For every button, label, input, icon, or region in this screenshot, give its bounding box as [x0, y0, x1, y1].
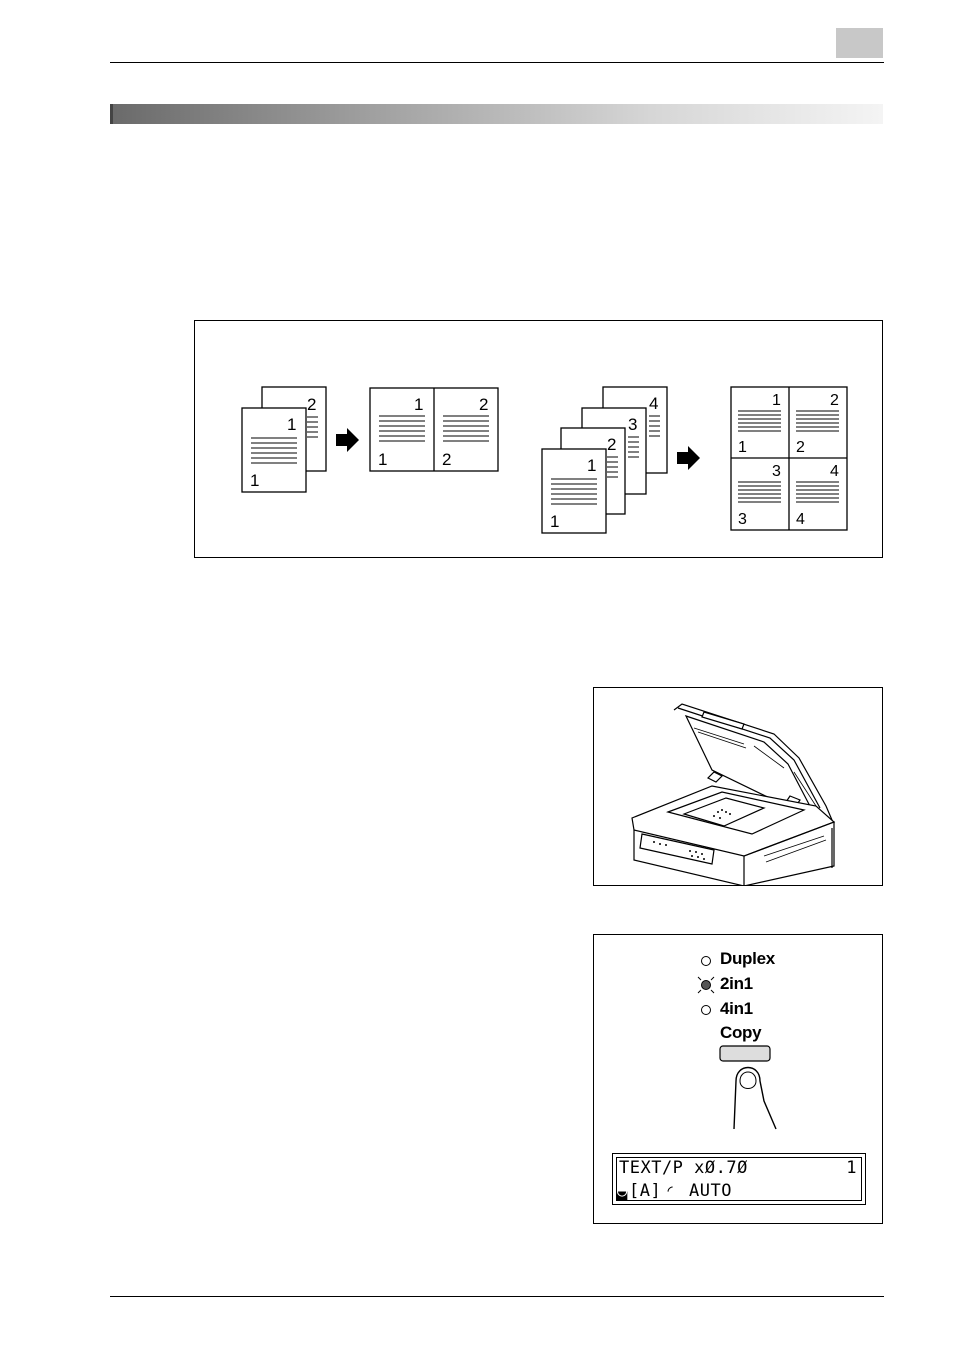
- result-page-number: 3: [738, 511, 747, 528]
- result-page-number: 4: [830, 463, 839, 480]
- original-number: 1: [550, 512, 559, 531]
- duplex-label: Duplex: [720, 949, 775, 969]
- control-panel-illustration: Duplex 2in1 4in1 Copy TEXT/P xØ.7Ø 1 ◛ […: [593, 934, 883, 1224]
- result-page-number: 1: [414, 395, 423, 414]
- lcd-display: TEXT/P xØ.7Ø 1 ◛ [A] ◜ AUTO: [612, 1153, 866, 1205]
- title-bar-cap: [110, 104, 113, 124]
- section-title-bar: [110, 104, 883, 124]
- four-in-one-result: 1 2 3 4 1 2 3 4: [731, 387, 847, 530]
- lcd-line-1: TEXT/P xØ.7Ø: [619, 1158, 748, 1178]
- arrow-right-icon: [336, 428, 359, 452]
- copy-button-label: Copy: [720, 1023, 761, 1043]
- copier-illustration: [593, 687, 883, 886]
- result-page-number: 2: [479, 395, 488, 414]
- copy-button[interactable]: [720, 1046, 770, 1061]
- result-page-number: 2: [442, 450, 451, 469]
- two-in-one-led-icon: [702, 981, 711, 990]
- original-number: 1: [587, 456, 596, 475]
- original-number: 2: [307, 395, 316, 414]
- result-page-number: 1: [738, 439, 747, 456]
- four-in-one-label: 4in1: [720, 999, 753, 1019]
- four-in-one-led-icon: [702, 1006, 711, 1015]
- result-page-number: 1: [378, 450, 387, 469]
- original-number: 4: [649, 394, 658, 413]
- result-page-number: 2: [796, 439, 805, 456]
- header-rule: [110, 62, 884, 63]
- original-number: 1: [287, 415, 296, 434]
- original-number: 2: [607, 435, 616, 454]
- result-page-number: 4: [796, 511, 805, 528]
- combine-diagram: 2 1 1 1 2: [194, 320, 883, 558]
- result-page-number: 1: [772, 392, 781, 409]
- four-in-one-originals: 4 3 2 1: [542, 387, 667, 533]
- original-number: 1: [250, 471, 259, 490]
- combine-diagram-svg: 2 1 1 1 2: [195, 321, 882, 557]
- copier-drawing: [594, 688, 882, 885]
- result-page-number: 3: [772, 463, 781, 480]
- chapter-tab: [836, 28, 883, 58]
- lcd-line-2-left-icon: ◛: [617, 1181, 628, 1201]
- lcd-line-2-right-icon: ◜: [665, 1181, 676, 1201]
- two-in-one-label: 2in1: [720, 974, 753, 994]
- lcd-copy-count: 1: [846, 1158, 857, 1178]
- lcd-line-2-density: [A]: [629, 1181, 661, 1201]
- two-in-one-originals: 2 1 1: [242, 387, 326, 492]
- duplex-led-icon: [702, 957, 711, 966]
- arrow-right-icon: [677, 446, 700, 470]
- two-in-one-result: 1 2 1 2: [370, 388, 498, 471]
- footer-rule: [110, 1296, 884, 1297]
- lcd-paper-setting: AUTO: [689, 1181, 732, 1201]
- original-number: 3: [628, 415, 637, 434]
- result-page-number: 2: [830, 392, 839, 409]
